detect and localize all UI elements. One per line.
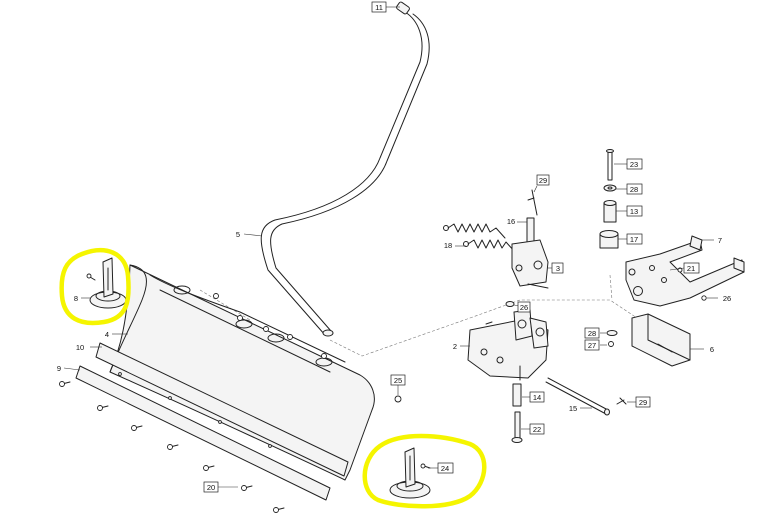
swivel-plate bbox=[467, 301, 549, 381]
wear-strips bbox=[75, 342, 349, 501]
callout-7: 7 bbox=[718, 236, 722, 245]
callout-4: 4 bbox=[105, 330, 109, 339]
callout-2: 2 bbox=[453, 342, 457, 351]
callout-25: 25 bbox=[394, 376, 402, 385]
callout-26-right: 26 bbox=[723, 294, 731, 303]
callout-23: 23 bbox=[630, 160, 638, 169]
blade bbox=[109, 264, 402, 481]
callout-29-top: 29 bbox=[539, 176, 547, 185]
callout-18: 18 bbox=[444, 241, 452, 250]
callout-17: 17 bbox=[630, 235, 638, 244]
highlight-right-skid bbox=[362, 433, 487, 509]
lower-bracket bbox=[606, 313, 691, 367]
callout-10: 10 bbox=[76, 343, 84, 352]
callout-20: 20 bbox=[207, 483, 215, 492]
callout-26-center: 26 bbox=[520, 303, 528, 312]
callout-6: 6 bbox=[710, 345, 714, 354]
lower-pins bbox=[511, 383, 523, 443]
upper-bracket bbox=[511, 239, 549, 289]
callout-11: 11 bbox=[375, 3, 383, 12]
callout-8: 8 bbox=[74, 294, 78, 303]
long-rod bbox=[545, 377, 627, 416]
springs bbox=[443, 223, 516, 253]
callout-27: 27 bbox=[588, 341, 596, 350]
callout-13: 13 bbox=[630, 207, 638, 216]
skid-shoe-left bbox=[86, 257, 127, 309]
callout-28-upper: 28 bbox=[630, 185, 638, 194]
callout-16: 16 bbox=[507, 217, 515, 226]
callout-15: 15 bbox=[569, 404, 577, 413]
callout-labels: 11 5 29 16 18 3 26 2 14 22 15 29 23 bbox=[57, 1, 731, 493]
highlight-marks bbox=[59, 248, 487, 509]
callout-3: 3 bbox=[556, 264, 560, 273]
callout-24: 24 bbox=[441, 464, 449, 473]
highlight-left-skid bbox=[59, 248, 131, 326]
callout-14: 14 bbox=[533, 393, 541, 402]
mounting-frame bbox=[625, 235, 745, 307]
callout-28-lower: 28 bbox=[588, 329, 596, 338]
callout-29-right: 29 bbox=[639, 398, 647, 407]
carriage-bolts bbox=[59, 381, 285, 513]
callout-21: 21 bbox=[687, 264, 695, 273]
callout-22: 22 bbox=[533, 425, 541, 434]
callout-5: 5 bbox=[236, 230, 240, 239]
callout-9: 9 bbox=[57, 364, 61, 373]
skid-shoe-right bbox=[389, 447, 431, 499]
handle-tube bbox=[260, 1, 430, 337]
assembly-dash-lines bbox=[199, 274, 641, 357]
bolt-stack bbox=[599, 149, 619, 249]
